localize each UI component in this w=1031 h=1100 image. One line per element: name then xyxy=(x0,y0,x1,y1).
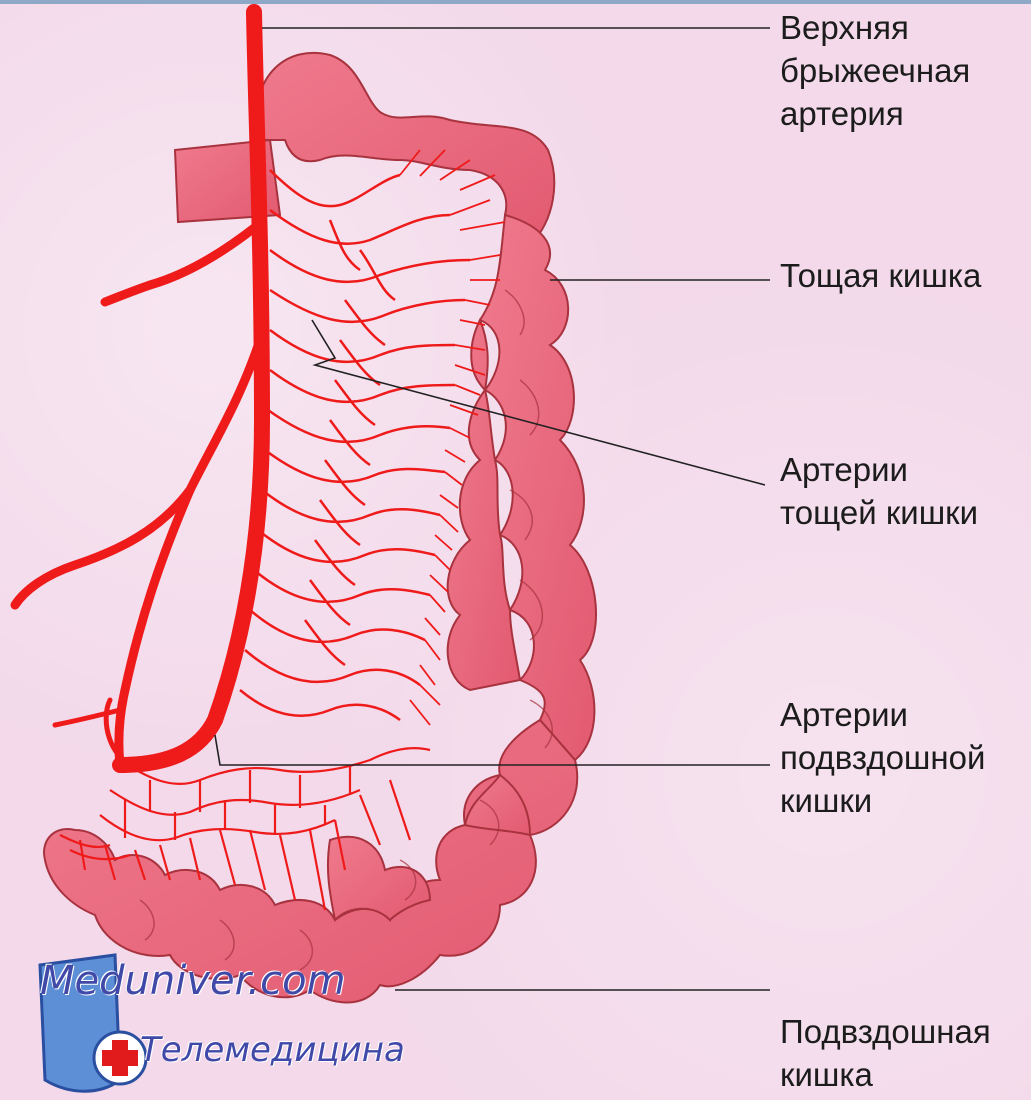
watermark-subtitle: Телемедицина xyxy=(140,1030,405,1070)
label-jejunal-arteries: Артерии тощей кишки xyxy=(780,448,978,534)
watermark-site: Meduniver.com xyxy=(40,958,346,1004)
leader-ileal-arteries xyxy=(215,735,770,765)
right-colic-branch xyxy=(15,340,260,605)
ileocolic-terminal xyxy=(55,710,120,725)
label-ileal-arteries: Артерии подвздошной кишки xyxy=(780,693,985,822)
arterial-arcades xyxy=(240,170,470,720)
label-superior-mesenteric-artery: Верхняя брыжеечная артерия xyxy=(780,6,970,135)
major-arteries xyxy=(15,12,262,765)
label-jejunum: Тощая кишка xyxy=(780,254,981,297)
jejunum-loops xyxy=(448,215,596,760)
label-ileum: Подвздошная кишка xyxy=(780,1010,991,1096)
middle-colic-branch xyxy=(105,225,258,302)
